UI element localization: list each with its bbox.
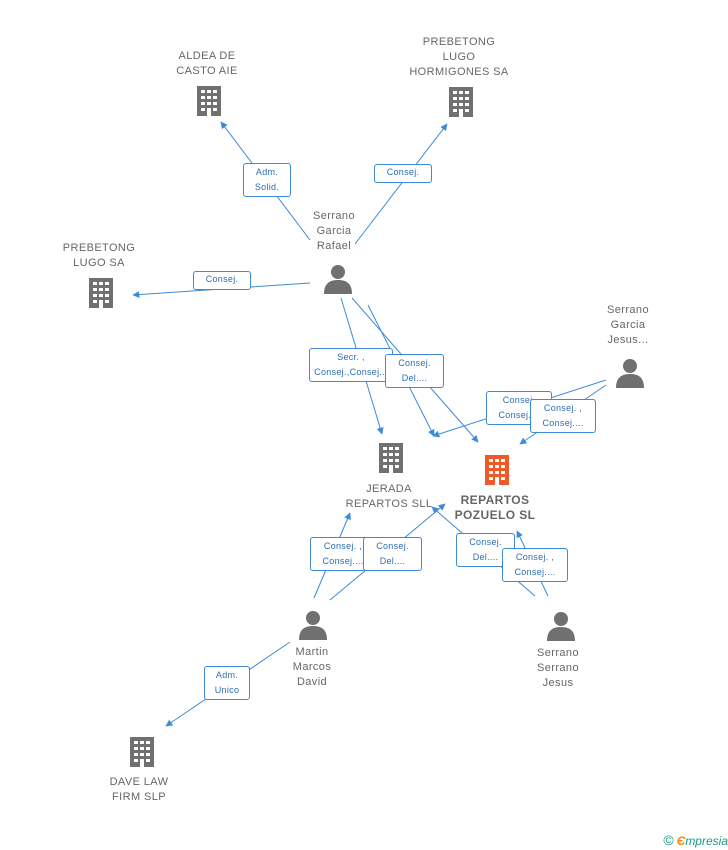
node-label-serrano-serrano: Serrano Serrano Jesus xyxy=(537,647,579,689)
node-label-repartos: REPARTOS POZUELO SL xyxy=(454,493,536,522)
empresia-logo-mark: Є xyxy=(676,834,686,848)
node-label-aldea: ALDEA DE CASTO AIE xyxy=(176,50,238,77)
edge-label-martin-dave[interactable]: Adm. Unico xyxy=(204,666,250,700)
edge-label-rafael-repartos[interactable]: Consej. Del.... xyxy=(385,354,444,388)
edge-label-jesus-repartos[interactable]: Consej. , Consej.... xyxy=(530,399,596,433)
empresia-logo-text: mpresia xyxy=(685,834,728,848)
node-prebetong-hormigones-building-icon[interactable] xyxy=(449,87,473,117)
node-aldea-building-icon[interactable] xyxy=(197,86,221,116)
node-label-martin: Martin Marcos David xyxy=(292,646,332,688)
node-label-serrano-jesus-g: Serrano Garcia Jesus... xyxy=(607,304,649,346)
node-serrano-serrano-person-icon[interactable] xyxy=(547,612,575,641)
copyright-footer: ©Єmpresia xyxy=(663,832,728,848)
node-label-prebetong-hormigones: PREBETONG LUGO HORMIGONES SA xyxy=(409,36,509,78)
edge-label-martin-jerada-b[interactable]: Consej. Del.... xyxy=(363,537,422,571)
edge-label-rafael-hormigones[interactable]: Consej. xyxy=(374,164,432,183)
node-serrano-rafael-person-icon[interactable] xyxy=(324,265,352,294)
node-repartos-building-icon[interactable] xyxy=(485,455,509,485)
edge-label-rafael-aldea[interactable]: Adm. Solid. xyxy=(243,163,291,197)
node-martin-person-icon[interactable] xyxy=(299,611,327,640)
edge-label-rafael-jerada[interactable]: Secr. , Consej.,Consej... xyxy=(309,348,393,382)
edge-label-ss-repartos-b[interactable]: Consej. , Consej.... xyxy=(502,548,568,582)
edge-label-rafael-lugo[interactable]: Consej. xyxy=(193,271,251,290)
edge-rafael-hormigones xyxy=(354,123,448,245)
node-jerada-building-icon[interactable] xyxy=(379,443,403,473)
node-serrano-jesus-g-person-icon[interactable] xyxy=(616,359,644,388)
node-dave-building-icon[interactable] xyxy=(130,737,154,767)
copyright-symbol: © xyxy=(663,832,674,848)
node-label-jerada: JERADA REPARTOS SLL xyxy=(345,483,433,510)
node-label-dave: DAVE LAW FIRM SLP xyxy=(109,776,169,803)
node-prebetong-lugo-building-icon[interactable] xyxy=(89,278,113,308)
node-label-prebetong-lugo: PREBETONG LUGO SA xyxy=(62,242,136,269)
node-label-serrano-rafael: Serrano Garcia Rafael xyxy=(313,210,355,252)
